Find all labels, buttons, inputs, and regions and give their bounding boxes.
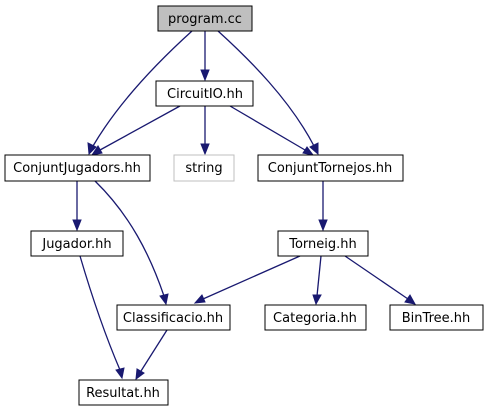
node-bintree-hh-box — [389, 304, 484, 331]
node-circuitio-hh[interactable]: CircuitIO.hh — [155, 80, 254, 107]
edge-circuitio-to-conjuntjugadors-arrowhead — [90, 145, 103, 156]
edge-torneig-to-classificacio — [202, 255, 301, 300]
node-categoria-hh-box — [264, 304, 367, 331]
node-classificacio-hh[interactable]: Classificacio.hh — [116, 304, 231, 331]
edge-circuitio-to-conjuntjugadors — [99, 105, 181, 151]
node-torneig-hh-label: Torneig.hh — [288, 237, 357, 252]
node-torneig-hh[interactable]: Torneig.hh — [277, 230, 369, 257]
edge-program-to-conjuntjugadors — [92, 30, 193, 147]
node-bintree-hh-label: BinTree.hh — [402, 311, 470, 326]
node-circuitio-hh-label: CircuitIO.hh — [167, 87, 243, 102]
node-conjuntjugadors-hh-box — [4, 154, 151, 182]
node-conjunttornejos-hh-label: ConjuntTornejos.hh — [268, 161, 392, 176]
edge-program-to-conjunttornejos — [217, 30, 315, 147]
edge-jugador-to-resultat — [79, 255, 121, 371]
node-classificacio-hh-box — [116, 304, 231, 331]
edge-program-to-conjunttornejos-arrowhead — [309, 142, 319, 156]
graph-nodes: program.cc CircuitIO.hh ConjuntJugadors.… — [4, 5, 484, 406]
node-classificacio-hh-label: Classificacio.hh — [123, 311, 223, 326]
node-resultat-hh[interactable]: Resultat.hh — [78, 379, 169, 406]
node-string: string — [173, 154, 235, 182]
node-categoria-hh[interactable]: Categoria.hh — [264, 304, 367, 331]
edge-torneig-to-categoria — [316, 255, 322, 297]
edge-program-to-circuitio-arrowhead — [200, 69, 210, 82]
edge-conjuntjugadors-to-classificacio-arrowhead — [159, 293, 169, 306]
node-conjuntjugadors-hh-label: ConjuntJugadors.hh — [13, 161, 141, 176]
edge-torneig-to-classificacio-arrowhead — [193, 294, 206, 304]
edge-classificacio-to-resultat-arrowhead — [135, 368, 145, 381]
node-string-box — [173, 154, 235, 182]
edge-jugador-to-resultat-arrowhead — [115, 367, 125, 380]
node-circuitio-hh-box — [155, 80, 254, 107]
node-resultat-hh-box — [78, 379, 169, 406]
edge-circuitio-to-conjunttornejos — [229, 105, 306, 151]
edge-torneig-to-categoria-arrowhead — [312, 294, 322, 306]
edge-torneig-to-bintree-arrowhead — [404, 294, 416, 305]
edge-conjuntjugadors-to-classificacio — [94, 180, 165, 297]
edge-conjunttornejos-to-torneig-arrowhead — [318, 219, 328, 232]
node-bintree-hh[interactable]: BinTree.hh — [389, 304, 484, 331]
node-program-cc[interactable]: program.cc — [157, 5, 253, 32]
graph-edges — [72, 30, 416, 381]
node-jugador-hh-label: Jugador.hh — [41, 237, 111, 252]
node-string-label: string — [185, 161, 222, 176]
edge-torneig-to-bintree — [344, 255, 409, 300]
node-conjuntjugadors-hh[interactable]: ConjuntJugadors.hh — [4, 154, 151, 182]
edge-circuitio-to-conjunttornejos-arrowhead — [302, 146, 315, 156]
node-categoria-hh-label: Categoria.hh — [273, 311, 357, 326]
node-program-cc-box — [157, 5, 253, 32]
node-conjunttornejos-hh-box — [257, 154, 404, 182]
edge-conjuntjugadors-to-jugador-arrowhead — [72, 219, 82, 232]
edge-program-to-conjuntjugadors-arrowhead — [87, 142, 97, 156]
edge-classificacio-to-resultat — [140, 329, 168, 372]
node-torneig-hh-box — [277, 230, 369, 257]
node-jugador-hh-box — [30, 230, 124, 257]
edge-circuitio-to-string-arrowhead — [200, 143, 210, 156]
node-conjunttornejos-hh[interactable]: ConjuntTornejos.hh — [257, 154, 404, 182]
node-resultat-hh-label: Resultat.hh — [86, 386, 160, 401]
node-jugador-hh[interactable]: Jugador.hh — [30, 230, 124, 257]
node-program-cc-label: program.cc — [168, 12, 242, 27]
